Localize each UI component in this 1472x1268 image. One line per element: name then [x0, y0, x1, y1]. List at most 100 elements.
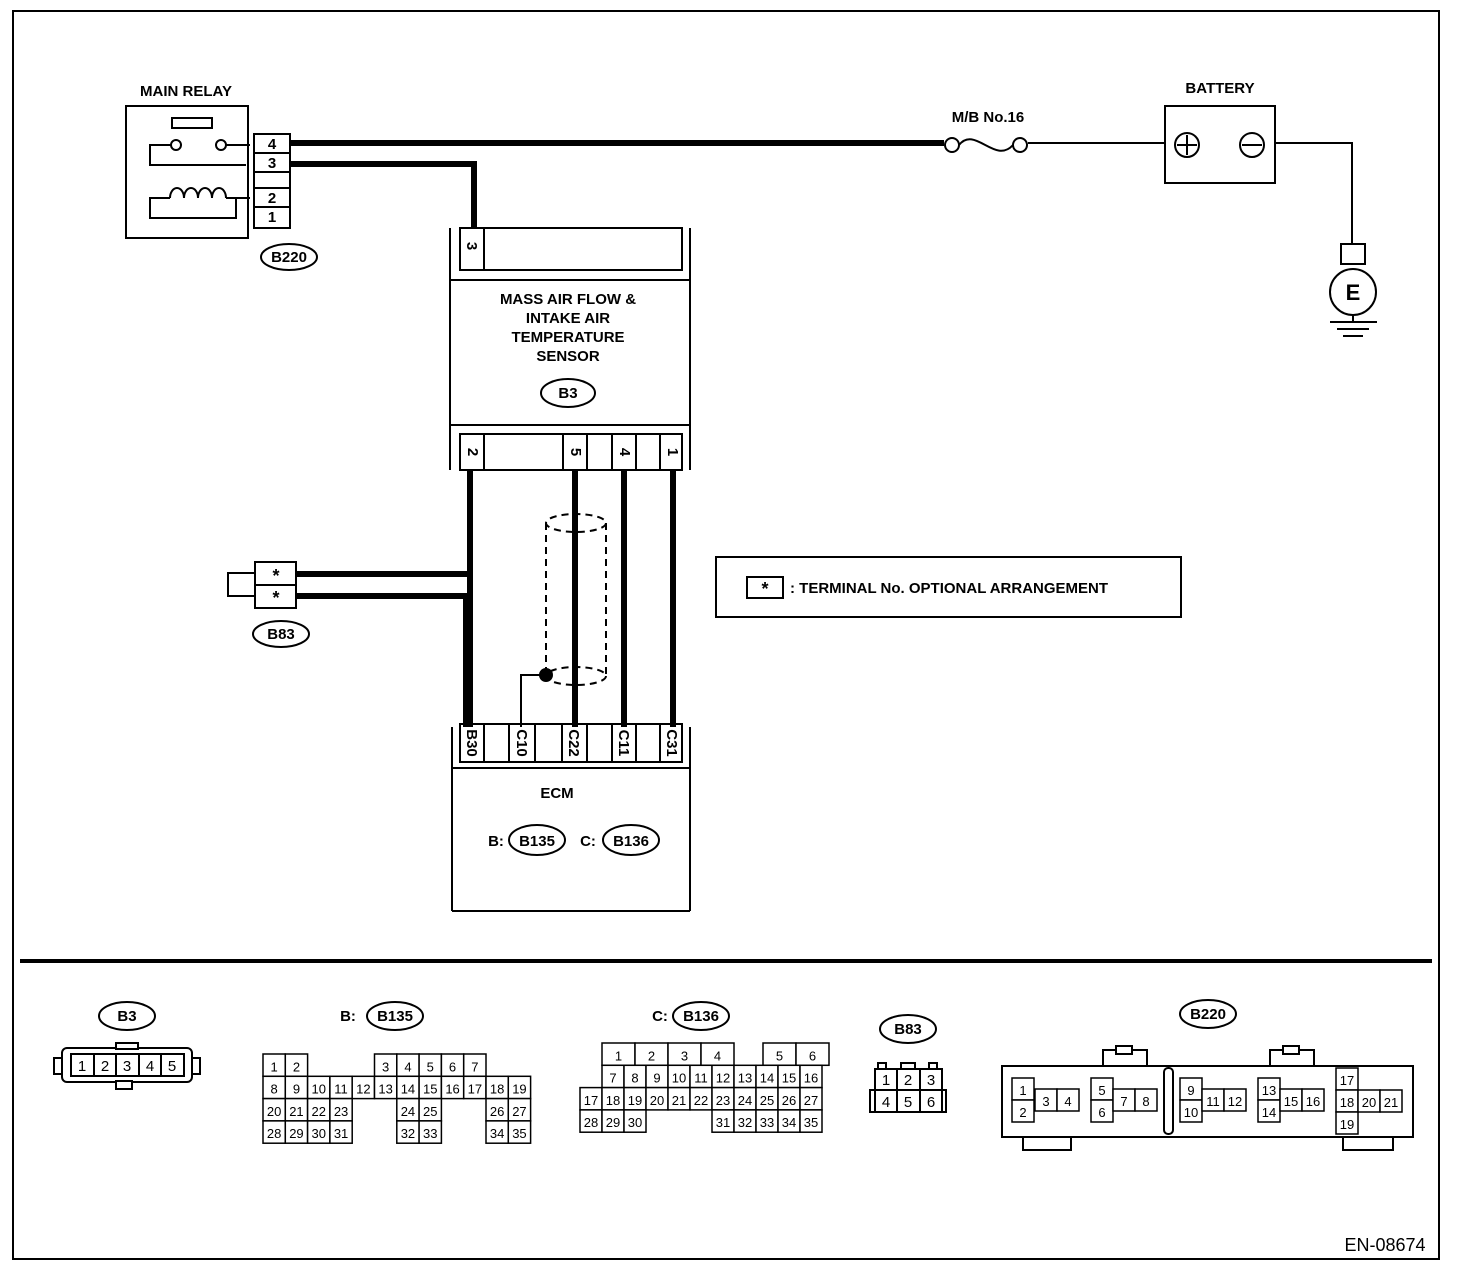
b136-pin: 18 [606, 1093, 620, 1108]
b136-pin: 14 [760, 1071, 774, 1086]
b135-pin: 7 [471, 1059, 478, 1074]
b220-view-label: B220 [1190, 1006, 1226, 1023]
battery-title: BATTERY [1185, 80, 1254, 97]
b135-pin: 3 [382, 1059, 389, 1074]
b135-pin: 22 [312, 1104, 326, 1119]
b135-pin: 16 [445, 1082, 459, 1097]
b136-pin: 16 [804, 1071, 818, 1086]
b136-cell [799, 1109, 823, 1133]
sensor-connector-id: B3 [558, 385, 577, 402]
sensor-bottom-pin: 1 [664, 448, 681, 456]
b136-pin: 15 [782, 1071, 796, 1086]
b136-pin: 27 [804, 1093, 818, 1108]
sensor-bottom-pin: 5 [567, 448, 584, 456]
battery: BATTERY E [1164, 80, 1377, 337]
ground-label: E [1346, 280, 1361, 305]
relay-pin: 2 [268, 190, 276, 207]
ecm-pin: C10 [513, 729, 530, 757]
ecm-pin: C22 [565, 729, 582, 757]
b135-pin: 24 [401, 1104, 415, 1119]
b135-pin: 20 [267, 1104, 281, 1119]
ecm-pin: C11 [615, 730, 632, 757]
b136-pin: 29 [606, 1115, 620, 1130]
b135-pin: 34 [490, 1126, 504, 1141]
b220-pin: 15 [1284, 1094, 1298, 1109]
relay-switch-icon [149, 117, 250, 166]
b3-view: B3 1 2 3 4 5 [53, 1001, 201, 1090]
b135-pin: 19 [512, 1082, 526, 1097]
b135-view-label: B135 [377, 1008, 413, 1025]
b83-connector-id: B83 [267, 626, 295, 643]
sensor-title-line: INTAKE AIR [526, 310, 610, 327]
b83-view-pin: 3 [927, 1072, 935, 1089]
b220-pin: 16 [1306, 1094, 1320, 1109]
b136-pin: 30 [628, 1115, 642, 1130]
b220-pin: 10 [1184, 1105, 1198, 1120]
b136-pin: 3 [681, 1048, 688, 1063]
b3-view-label: B3 [117, 1008, 136, 1025]
b136-view-prefix: C: [652, 1008, 668, 1025]
b220-cell [1056, 1088, 1080, 1112]
b135-pin: 26 [490, 1104, 504, 1119]
b136-pin: 26 [782, 1093, 796, 1108]
sensor-title-line: SENSOR [536, 348, 600, 365]
b136-cell [623, 1109, 647, 1133]
b136-pin: 6 [809, 1048, 816, 1063]
b135-pin: 23 [334, 1104, 348, 1119]
b136-pin: 2 [648, 1048, 655, 1063]
b135-pin: 8 [271, 1082, 278, 1097]
b135-pin: 33 [423, 1126, 437, 1141]
b83-view-pin: 6 [927, 1094, 935, 1111]
b3-view-pin: 4 [146, 1058, 154, 1075]
b136-pin: 10 [672, 1071, 686, 1086]
ecm-title: ECM [540, 785, 573, 802]
b135-cell [507, 1120, 532, 1144]
b3-view-pin: 2 [101, 1058, 109, 1075]
ecm: B30 C10 C22 C11 C31 ECM B: B135 C: B136 [451, 723, 691, 912]
b220-pin: 4 [1064, 1094, 1071, 1109]
relay-pin: 1 [268, 209, 276, 226]
b136-pin: 17 [584, 1093, 598, 1108]
b220-cell [1223, 1088, 1247, 1112]
b220-pin: 18 [1340, 1095, 1354, 1110]
b136-pin: 9 [653, 1071, 660, 1086]
b136-pin: 35 [804, 1115, 818, 1130]
b220-pin: 13 [1262, 1083, 1276, 1098]
maf-iat-sensor: 3 MASS AIR FLOW & INTAKE AIR TEMPERATURE… [449, 227, 691, 471]
b135-pin: 17 [468, 1082, 482, 1097]
negative-terminal-icon [1239, 132, 1265, 158]
positive-terminal-icon [1174, 132, 1200, 158]
b135-pin: 5 [427, 1059, 434, 1074]
b135-pin: 13 [378, 1082, 392, 1097]
b135-pin: 1 [271, 1059, 278, 1074]
ecm-c-prefix: C: [580, 833, 596, 850]
b220-pin: 8 [1142, 1094, 1149, 1109]
relay-connector-id: B220 [271, 249, 307, 266]
b135-pin: 6 [449, 1059, 456, 1074]
sensor-bottom-pin: 4 [616, 448, 633, 457]
sensor-title-line: MASS AIR FLOW & [500, 291, 636, 308]
ground-icon [1329, 243, 1377, 337]
b220-pin: 5 [1098, 1083, 1105, 1098]
diagram-frame [12, 10, 1440, 1260]
b136-pin: 20 [650, 1093, 664, 1108]
b135-cell [329, 1120, 353, 1144]
b135-pin: 30 [312, 1126, 326, 1141]
b83-pin: * [272, 588, 279, 608]
b3-view-pin: 3 [123, 1058, 131, 1075]
b220-pin: 1 [1019, 1083, 1026, 1098]
b135-pin: 11 [334, 1082, 348, 1097]
b135-pin: 32 [401, 1126, 415, 1141]
b220-cell [1301, 1088, 1325, 1112]
b220-cell [1011, 1099, 1035, 1123]
legend-symbol: * [761, 579, 768, 599]
b83-view-pin: 2 [904, 1072, 912, 1089]
b135-pin: 28 [267, 1126, 281, 1141]
b135-pin: 14 [401, 1082, 415, 1097]
b83-pin: * [272, 566, 279, 586]
